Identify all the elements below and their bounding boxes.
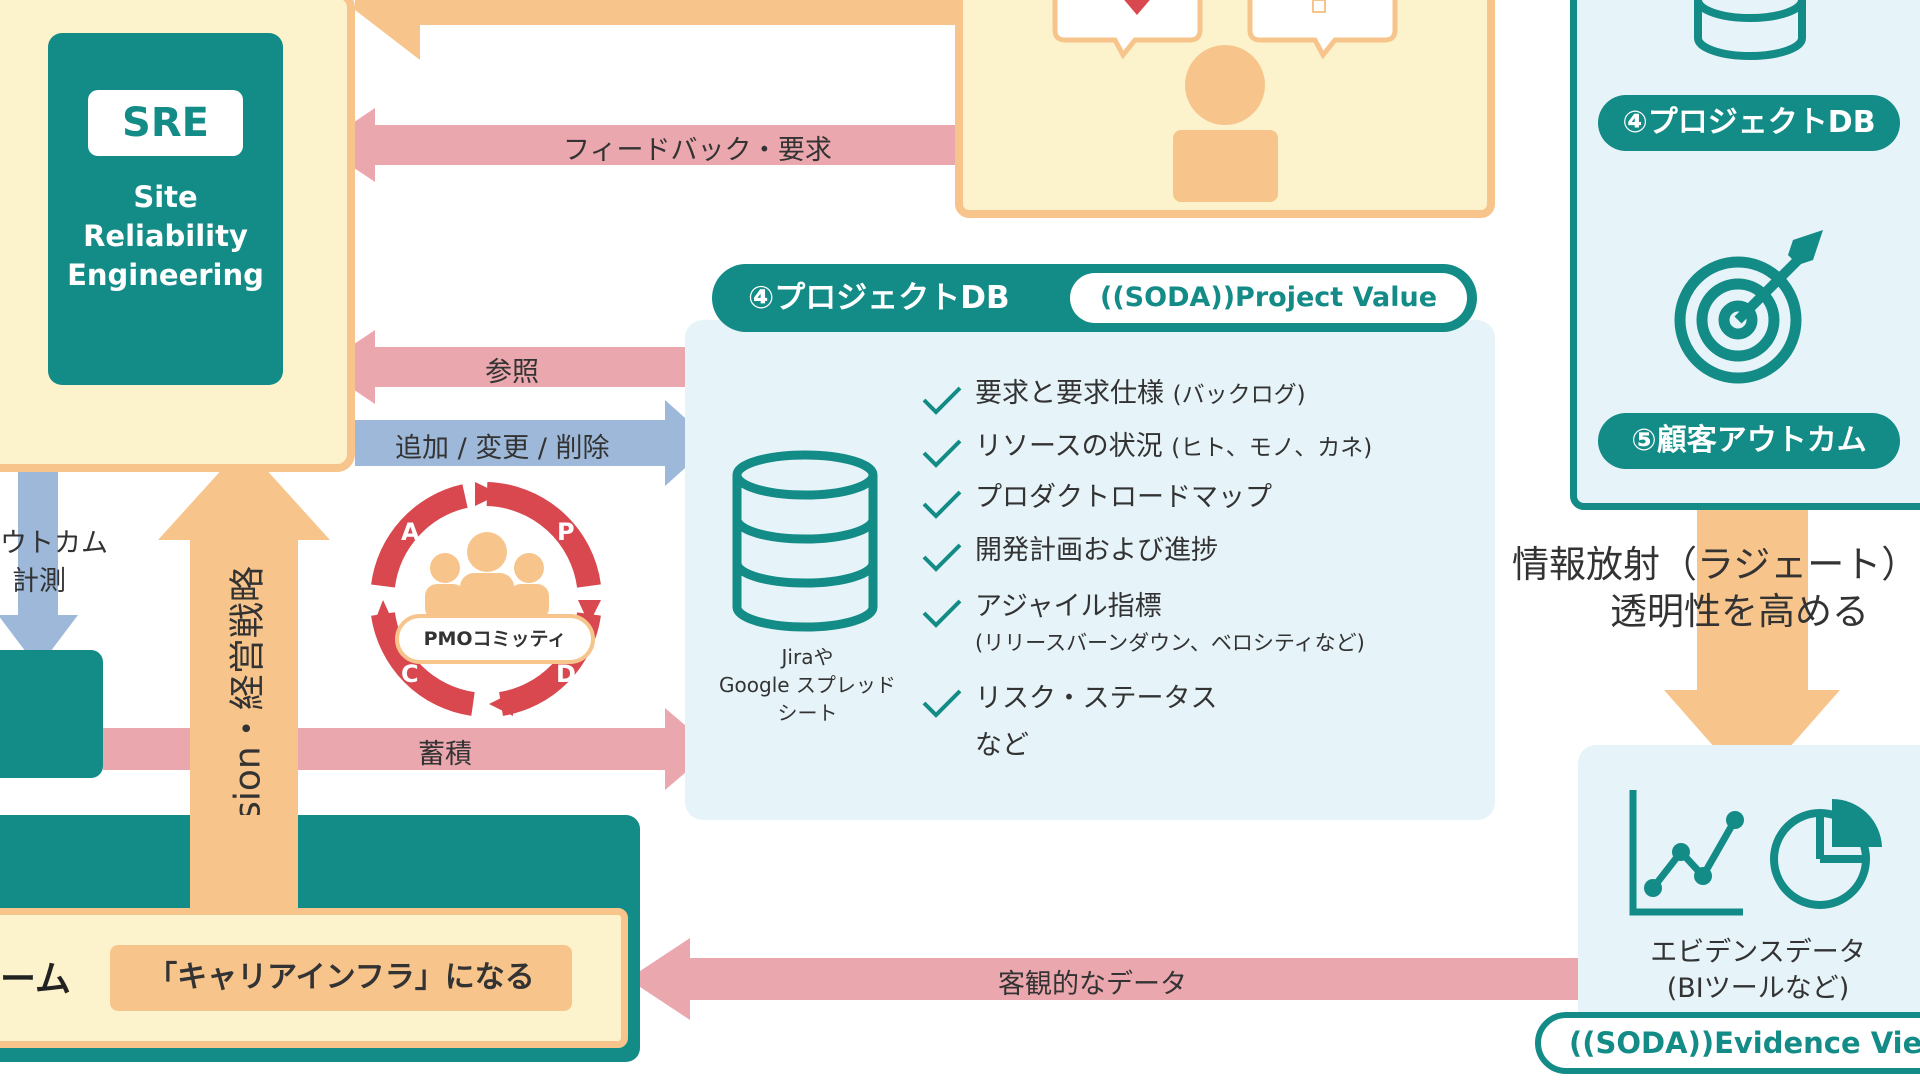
pdca-d: D [556,660,576,688]
customer-outcome-pill: ⑤顧客アウトカム [1598,413,1900,469]
project-db-title: ④プロジェクトDB [748,280,1010,316]
check-icon [922,689,962,718]
sre-line-3: Engineering [67,258,264,292]
target-icon [1674,230,1823,384]
speech-bubble-right [1247,0,1398,60]
outcome-measurement-label: ウトカム 計測 [0,525,108,601]
outcome-line-2: 計測 [12,566,66,597]
outcome-line-1: ウトカム [0,528,108,559]
check-item-6: リスク・ステータス [975,683,1217,715]
person-head [1185,45,1265,125]
check-item-4-text: 開発計画および進捗 [975,535,1218,566]
career-infra-pill: 「キャリアインフラ」になる [110,945,572,1011]
accumulate-label: 蓄積 [418,739,472,770]
evidence-line-2: (BIツールなど) [1666,973,1850,1004]
check-item-6-text: リスク・ステータス [975,683,1218,714]
pdca-c: C [401,660,419,688]
pdca-p: P [557,518,575,546]
line-chart-icon [1629,790,1744,916]
customer-illustration [1052,0,1398,202]
add-change-delete-label: 追加 / 変更 / 削除 [395,433,610,464]
agile-metrics-examples: (リリースバーンダウン、ベロシティなど) [975,631,1365,655]
sre-line-2: Reliability [83,219,248,253]
database-caption: Jiraや Google スプレッド シート [695,643,920,727]
heart-icon [1124,0,1150,15]
database-small-icon [1694,0,1806,60]
vision-up-arrow [158,445,330,910]
check-icon [922,543,962,572]
check-item-4: 開発計画および進捗 [975,535,1218,567]
measurement-block [0,650,103,778]
check-icon [922,599,962,628]
db-caption-line-1: Jiraや [781,645,834,669]
objective-data-label: 客観的なデータ [998,969,1187,1000]
check-item-1: 要求と要求仕様 (バックログ) [975,378,1306,411]
check-item-3-text: プロダクトロードマップ [975,482,1272,513]
pdca-a: A [401,518,420,546]
db-caption-line-3: シート [777,701,838,725]
radiation-down-arrow [1664,510,1840,790]
top-orange-band [355,0,960,60]
sre-line-1: Site [133,180,198,214]
sre-badge: SRE [88,90,243,156]
project-db-card [685,320,1495,820]
check-item-5-text: アジャイル指標 [975,591,1162,622]
information-radiator-line-2: 透明性を高める [1610,590,1869,633]
check-etc: など [975,730,1029,761]
outcome-down-arrow [0,472,78,668]
check-item-3: プロダクトロードマップ [975,482,1272,514]
check-icon [922,439,962,468]
objective-data-arrow [628,938,1578,1020]
check-item-2: リソースの状況 (ヒト、モノ、カネ) [975,431,1372,464]
reference-label: 参照 [485,357,539,388]
reference-arrow [320,330,685,404]
pie-chart-icon [1770,799,1882,909]
check-item-1-note: (バックログ) [1172,382,1306,408]
check-icon [922,386,962,415]
information-radiator-line-1: 情報放射（ラジェート） [1512,543,1919,586]
evidence-view-pill: ((SODA))Evidence View [1535,1012,1920,1074]
evidence-line-1: エビデンスデータ [1650,937,1866,968]
feedback-label: フィードバック・要求 [563,135,832,166]
db-caption-line-2: Google スプレッド [719,673,896,697]
database-icon [732,450,878,632]
pdca-cycle-icon [371,482,601,716]
sre-fullname: Site Reliability Engineering [48,178,283,295]
project-value-pill: ((SODA))Project Value [1070,273,1467,323]
check-icon [922,490,962,519]
pmo-committee-label: PMOコミッティ [395,614,595,664]
check-item-2-note: (ヒト、モノ、カネ) [1171,435,1373,461]
check-item-2-text: リソースの状況 [975,431,1163,462]
evidence-caption: エビデンスデータ (BIツールなど) [1578,935,1920,1007]
bulb-icon [1312,0,1326,13]
add-change-delete-arrow [355,400,713,486]
person-body [1173,130,1278,202]
platform-title-fragment: ーム [0,959,71,1000]
check-item-5: アジャイル指標 [975,591,1162,623]
feedback-arrow [320,108,960,182]
project-db-pill: ④プロジェクトDB [1598,95,1900,151]
check-item-1-text: 要求と要求仕様 [975,378,1164,409]
speech-bubble-left [1052,0,1203,60]
